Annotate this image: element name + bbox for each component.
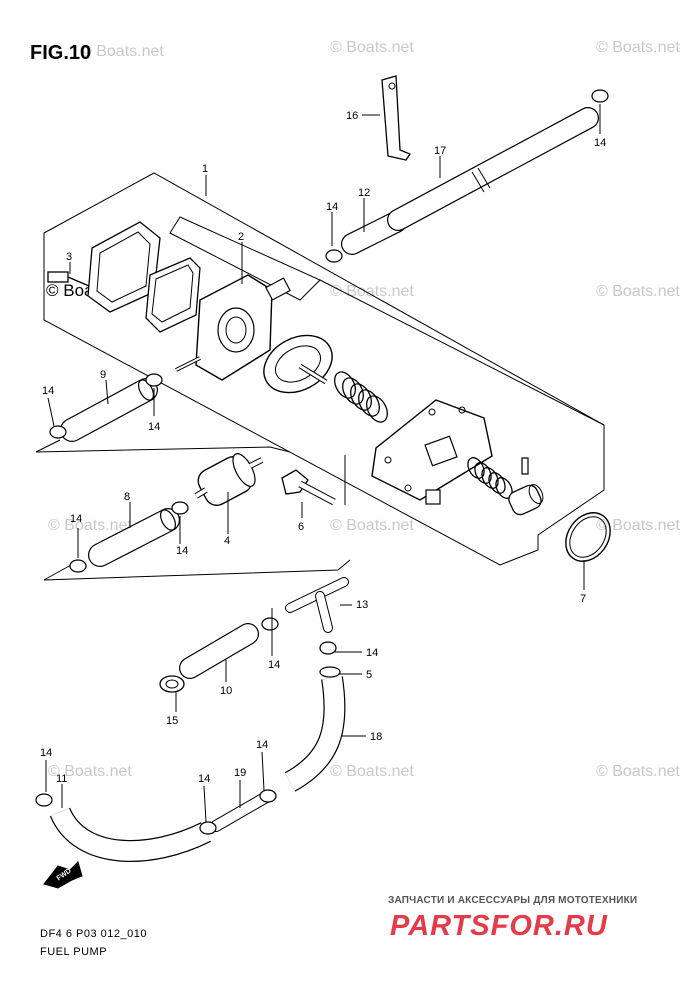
part-number-10: 10: [220, 685, 232, 697]
pin-part: [521, 457, 529, 475]
part-number-3: 3: [66, 251, 72, 263]
part-number-15: 15: [166, 715, 178, 727]
part-number-2: 2: [238, 231, 244, 243]
pump-assembly-outline: [43, 172, 605, 566]
part-number-14: 14: [42, 385, 54, 397]
diaphragm-part: [263, 334, 333, 394]
bolt-part: [281, 469, 336, 506]
hose-part: [88, 508, 180, 567]
part-number-14: 14: [148, 421, 160, 433]
hose-part: [341, 107, 599, 255]
clip-part: [35, 89, 609, 835]
part-number-9: 9: [100, 369, 106, 381]
part-number-12: 12: [358, 187, 370, 199]
plug-part: [508, 484, 544, 516]
part-number-18: 18: [370, 731, 382, 743]
watermarks: © Boats.net © Boats.net © Boats.net © Bo…: [46, 39, 680, 780]
fwd-arrow-icon: FWD: [43, 861, 83, 889]
watermark: © Boats.net: [48, 763, 132, 780]
pump-body-part: [175, 274, 291, 381]
part-number-7: 7: [580, 593, 586, 605]
watermark: © Boats.net: [596, 763, 680, 780]
part-number-14: 14: [198, 773, 210, 785]
bracket-part: [381, 75, 411, 161]
tee-fitting-part: [285, 577, 349, 633]
hose-part: [60, 378, 158, 442]
watermark: © Boats.net: [48, 517, 132, 534]
diagram-caption: FUEL PUMP: [40, 946, 108, 958]
pump-body-outline: [169, 216, 321, 301]
fuel-filter-part: [194, 453, 264, 506]
brand-logo[interactable]: PARTSFOR.RU: [390, 910, 608, 942]
diagram-code: DF4 6 P03 012_010: [40, 928, 147, 940]
watermark: © Boats.net: [330, 517, 414, 534]
guide-line-lower: [43, 559, 351, 581]
part-number-17: 17: [434, 145, 446, 157]
gasket-part: [87, 221, 201, 333]
part-number-labels: 1 2 3 4 5 6 7 8 9 10 11 12 13 14 14 14 1…: [40, 110, 606, 785]
guide-line-upper: [35, 446, 291, 453]
part-number-8: 8: [124, 491, 130, 503]
watermark: © Boats.net: [330, 39, 414, 56]
hose-part: [179, 623, 259, 679]
watermark: © Boats.net: [596, 283, 680, 300]
part-number-14: 14: [268, 659, 280, 671]
clip-part: [159, 675, 185, 693]
part-number-16: 16: [346, 110, 358, 122]
part-number-14: 14: [326, 201, 338, 213]
part-number-11: 11: [56, 773, 67, 785]
check-valve-part: [210, 790, 274, 832]
part-number-14: 14: [366, 647, 378, 659]
part-number-6: 6: [298, 521, 304, 533]
part-number-14: 14: [70, 513, 82, 525]
leader-lines: [45, 104, 601, 823]
pump-cover-part: [371, 399, 493, 505]
part-number-14: 14: [176, 545, 188, 557]
part-number-1: 1: [202, 163, 208, 175]
watermark: © Boats.net: [596, 39, 680, 56]
spring-part: [334, 371, 388, 423]
watermark: © Boats.net: [596, 517, 680, 534]
brand-tagline: ЗАПЧАСТИ И АКСЕССУАРЫ ДЛЯ МОТОТЕХНИКИ: [388, 895, 638, 906]
part-number-19: 19: [234, 767, 246, 779]
part-number-5: 5: [366, 669, 372, 681]
o-ring-part: [565, 512, 611, 562]
part-number-14: 14: [594, 137, 606, 149]
part-number-13: 13: [356, 599, 368, 611]
part-number-4: 4: [224, 535, 230, 547]
part-number-14: 14: [256, 739, 268, 751]
figure-title: FIG.10: [30, 42, 92, 64]
part-number-14: 14: [40, 747, 52, 759]
watermark: © Boats.net: [330, 763, 414, 780]
watermark: © Boats.net: [80, 43, 164, 60]
